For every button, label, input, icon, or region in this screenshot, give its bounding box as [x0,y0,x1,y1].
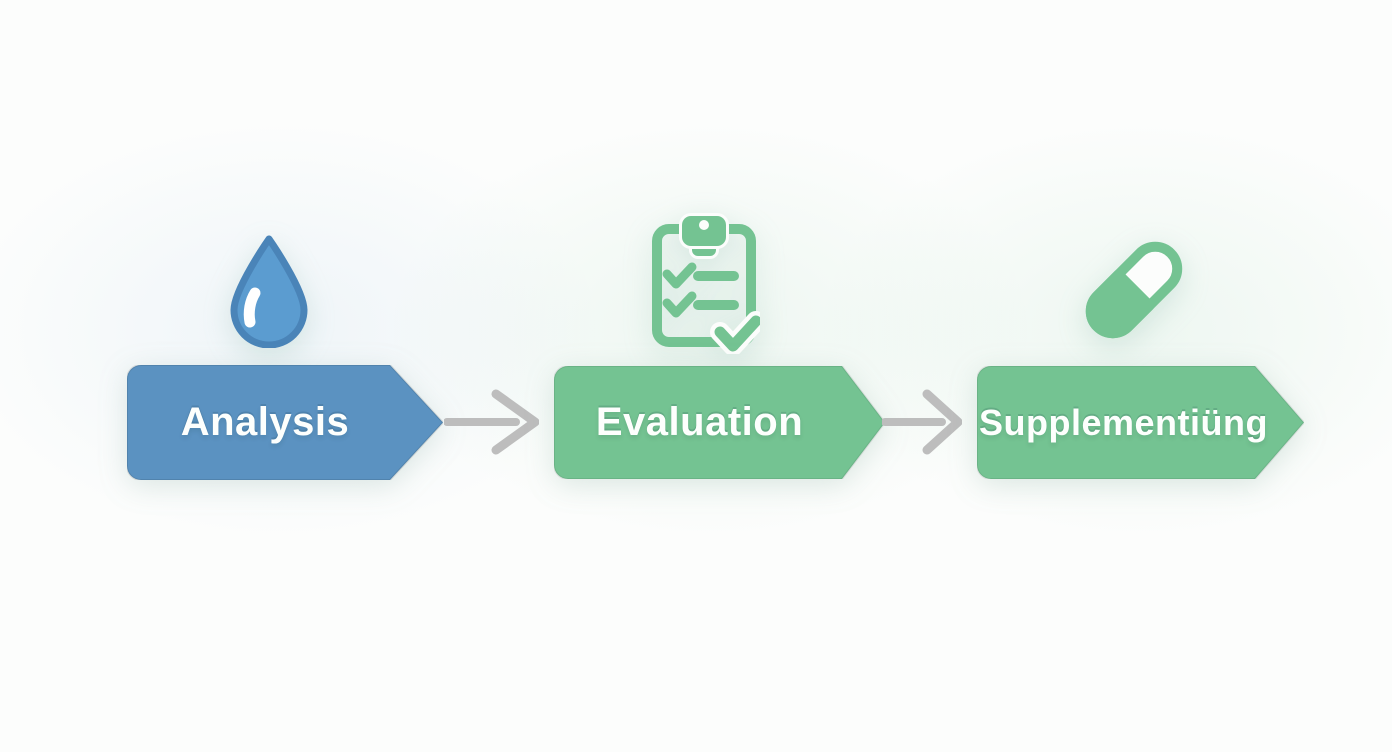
clipboard-checklist-icon [648,212,760,354]
banner-supplementation: Supplementiüng [977,366,1304,479]
pill-capsule-icon [1076,232,1192,348]
step-label-supplementation: Supplementiüng [979,401,1268,443]
step-label-analysis: Analysis [180,400,350,444]
arrow-right-icon [444,387,539,457]
banner-analysis: Analysis [127,365,443,480]
step-label-evaluation: Evaluation [595,400,804,444]
banner-evaluation: Evaluation [554,366,885,479]
water-drop-icon [227,232,311,348]
arrow-right-icon [882,387,962,457]
